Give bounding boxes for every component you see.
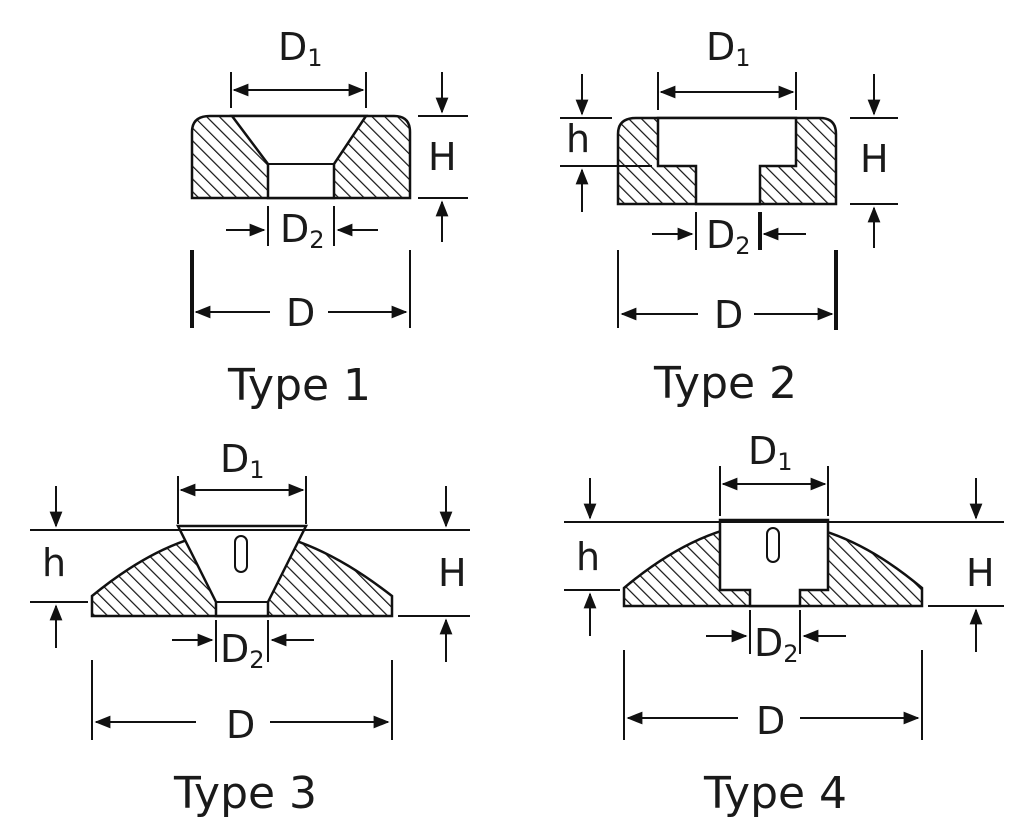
type-2-d2-label: D2 <box>706 213 751 260</box>
type-3-slot <box>234 535 248 573</box>
type-2-h-small-label: h <box>566 117 590 161</box>
type-2-d1-label: D1 <box>706 25 751 72</box>
type-4-title: Type 4 <box>703 768 847 819</box>
type-1-d-label: D <box>286 291 315 335</box>
type-3-h-label: H <box>438 551 467 595</box>
type-2-counterbore-hole <box>656 116 798 206</box>
type-3-d2-label: D2 <box>220 627 265 674</box>
type-4-h-small-label: h <box>576 535 600 579</box>
type-3-title: Type 3 <box>173 768 317 819</box>
type-2-d-label: D <box>714 293 743 337</box>
type-1-diagram: D1 H D2 D Type 1 <box>190 25 468 411</box>
type-4-d-label: D <box>756 699 785 743</box>
type-4-slot <box>766 527 780 563</box>
type-1-title: Type 1 <box>227 360 371 411</box>
type-1-d2-label: D2 <box>280 207 325 254</box>
type-4-h-label: H <box>966 551 995 595</box>
type-4-d1-label: D1 <box>748 429 793 476</box>
type-2-h-label: H <box>860 137 889 181</box>
type-1-h-label: H <box>428 135 457 179</box>
type-3-d1-label: D1 <box>220 437 265 484</box>
type-4-counterbore-hole <box>718 518 830 608</box>
type-2-title: Type 2 <box>653 358 797 409</box>
type-4-diagram: D1 h H D2 D Type 4 <box>564 429 1004 819</box>
type-1-d1-label: D1 <box>278 25 323 72</box>
type-3-diagram: D1 h H D2 D Type 3 <box>30 437 470 819</box>
type-4-d2-label: D2 <box>754 621 799 668</box>
type-3-h-small-label: h <box>42 541 66 585</box>
type-3-d-label: D <box>226 703 255 747</box>
type-2-diagram: D1 h H D2 D Type 2 <box>560 25 898 409</box>
